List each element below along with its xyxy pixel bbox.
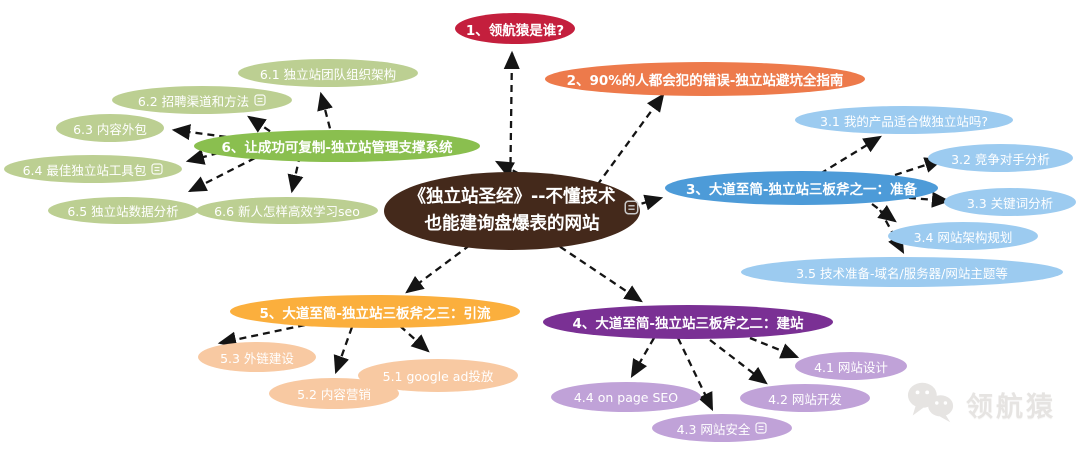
brand-watermark: 领航猿 — [906, 380, 1056, 428]
subtopic-5-3-label: 5.3 外链建设 — [220, 350, 294, 366]
branch-4-node[interactable]: 4、大道至简-独立站三板斧之二：建站 — [543, 305, 833, 339]
subtopic-3-4-label: 3.4 网站架构规划 — [913, 229, 1013, 245]
subtopic-6-3-node[interactable]: 6.3 内容外包 — [56, 114, 164, 142]
subtopic-6-2-node[interactable]: 6.2 招聘渠道和方法 — [112, 86, 292, 114]
branch-3-label: 3、大道至简-独立站三板斧之一：准备 — [686, 182, 917, 198]
branch-1-label: 1、领航猿是谁? — [465, 22, 565, 39]
subtopic-3-3-node[interactable]: 3.3 关键词分析 — [944, 188, 1076, 216]
subtopic-4-4-label: 4.4 on page SEO — [573, 389, 679, 405]
wechat-icon — [906, 380, 956, 428]
subtopic-3-4-node[interactable]: 3.4 网站架构规划 — [888, 222, 1038, 250]
center-topic-line1: 《独立站圣经》--不懂技术 — [408, 186, 616, 207]
branch-4-label: 4、大道至简-独立站三板斧之二：建站 — [572, 316, 804, 332]
note-icon[interactable] — [151, 163, 164, 175]
branch-5-label: 5、大道至简-独立站三板斧之三：引流 — [259, 305, 491, 322]
subtopic-6-6-node[interactable]: 6.6 新人怎样高效学习seo — [196, 197, 378, 224]
subtopic-4-1-node[interactable]: 4.1 网站设计 — [795, 352, 907, 380]
subtopic-3-1-node[interactable]: 3.1 我的产品适合做独立站吗? — [795, 106, 1013, 134]
subtopic-4-4-node[interactable]: 4.4 on page SEO — [551, 382, 701, 412]
subtopic-4-1-label: 4.1 网站设计 — [814, 359, 888, 375]
center-topic-line2: 也能建询盘爆表的网站 — [424, 214, 600, 234]
note-icon[interactable] — [624, 200, 639, 215]
subtopic-6-1-node[interactable]: 6.1 独立站团队组织架构 — [238, 59, 418, 87]
subtopic-6-1-label: 6.1 独立站团队组织架构 — [259, 66, 397, 82]
subtopic-6-4-node[interactable]: 6.4 最佳独立站工具包 — [4, 155, 182, 183]
branch-1-node[interactable]: 1、领航猿是谁? — [455, 13, 575, 44]
subtopic-3-2-label: 3.2 竞争对手分析 — [951, 151, 1050, 167]
note-icon[interactable] — [755, 422, 768, 434]
subtopic-3-2-node[interactable]: 3.2 竞争对手分析 — [928, 144, 1073, 172]
center-topic-node[interactable]: 《独立站圣经》--不懂技术 也能建询盘爆表的网站 — [384, 172, 640, 250]
branch-2-label: 2、90%的人都会犯的错误-独立站避坑全指南 — [566, 73, 844, 89]
branch-2-node[interactable]: 2、90%的人都会犯的错误-独立站避坑全指南 — [545, 62, 865, 96]
branch-3-node[interactable]: 3、大道至简-独立站三板斧之一：准备 — [665, 171, 938, 205]
subtopic-6-2-label: 6.2 招聘渠道和方法 — [137, 93, 250, 109]
subtopic-5-1-label: 5.1 google ad投放 — [382, 369, 494, 384]
subtopic-3-3-label: 3.3 关键词分析 — [966, 195, 1054, 211]
branch-5-node[interactable]: 5、大道至简-独立站三板斧之三：引流 — [230, 295, 520, 328]
subtopic-6-5-node[interactable]: 6.5 独立站数据分析 — [48, 197, 198, 224]
subtopic-3-5-node[interactable]: 3.5 技术准备-域名/服务器/网站主题等 — [741, 257, 1063, 287]
subtopic-5-3-node[interactable]: 5.3 外链建设 — [198, 342, 316, 372]
subtopic-4-3-node[interactable]: 4.3 网站安全 — [652, 414, 792, 442]
subtopic-6-4-label: 6.4 最佳独立站工具包 — [22, 162, 147, 178]
subtopic-4-2-node[interactable]: 4.2 网站开发 — [740, 384, 870, 412]
subtopic-4-2-label: 4.2 网站开发 — [768, 391, 842, 407]
brand-watermark-text: 领航猿 — [966, 391, 1056, 423]
branch-6-label: 6、让成功可复制-独立站管理支撑系统 — [221, 140, 453, 156]
subtopic-6-6-label: 6.6 新人怎样高效学习seo — [214, 204, 360, 219]
subtopic-3-5-label: 3.5 技术准备-域名/服务器/网站主题等 — [796, 265, 1008, 281]
subtopic-4-3-label: 4.3 网站安全 — [676, 421, 751, 437]
subtopic-3-1-label: 3.1 我的产品适合做独立站吗? — [820, 113, 988, 129]
subtopic-6-5-label: 6.5 独立站数据分析 — [67, 204, 179, 219]
subtopic-5-2-label: 5.2 内容营销 — [297, 387, 371, 402]
subtopic-5-2-node[interactable]: 5.2 内容营销 — [269, 378, 399, 409]
subtopic-6-3-label: 6.3 内容外包 — [73, 121, 147, 137]
note-icon[interactable] — [254, 94, 266, 106]
branch-6-node[interactable]: 6、让成功可复制-独立站管理支撑系统 — [194, 130, 480, 162]
